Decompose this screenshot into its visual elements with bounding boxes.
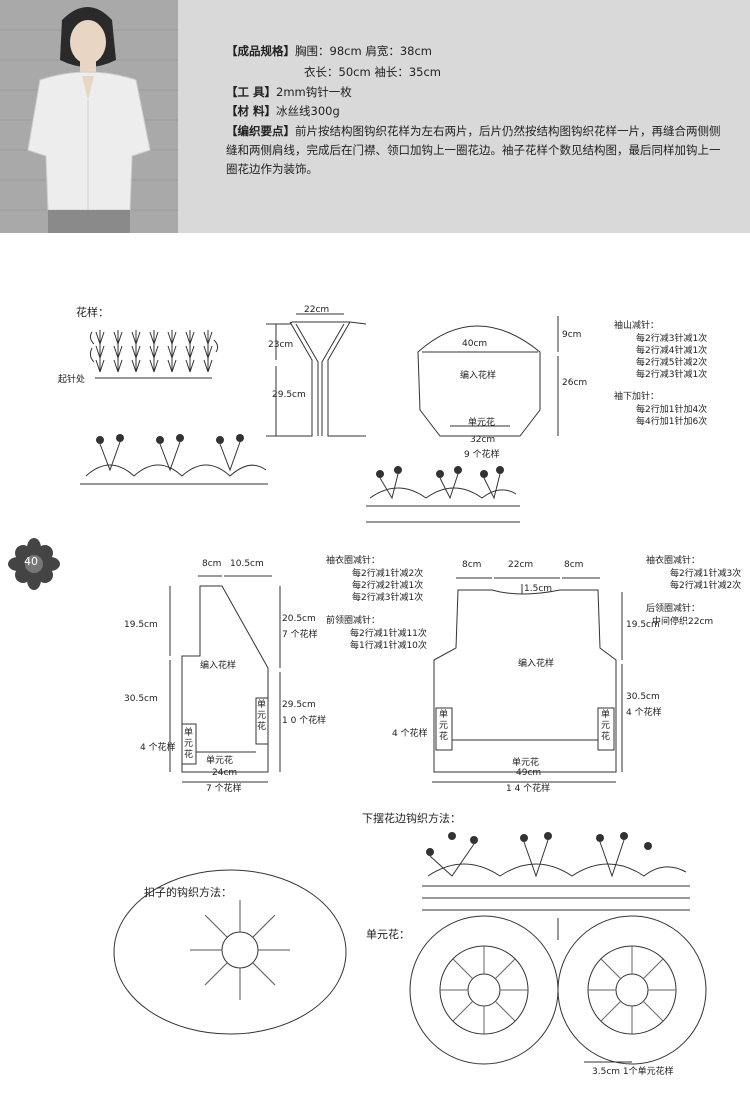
front-unit-left: 单元花 — [184, 728, 194, 760]
front-w1: 8cm — [202, 559, 222, 569]
edging-pattern-2 — [366, 466, 520, 523]
sleeve-under-line-1: 每2行加1针加4次 — [636, 405, 708, 415]
sleeve-cap-line-2: 每2行减4针减1次 — [636, 346, 708, 356]
back-h-top: 19.5cm — [626, 620, 660, 630]
model-illustration — [0, 0, 178, 233]
front-h-top: 19.5cm — [124, 620, 158, 630]
back-arm-title: 袖衣圈减针： — [646, 556, 701, 566]
tool-value: 2mm钩针一枚 — [276, 85, 352, 99]
sleeve-diagram — [417, 316, 559, 437]
back-left-count: 4 个花样 — [392, 729, 428, 739]
button-oval — [113, 869, 347, 1035]
sleeve-label: 编入花样 — [460, 371, 497, 381]
back-bottom-width: 49cm — [516, 768, 542, 778]
spec-line2: 衣长：50cm 袖长：35cm — [304, 65, 441, 79]
back-neck-title: 后领圈减针： — [646, 604, 701, 614]
front-r-bottom: 29.5cm — [282, 700, 316, 710]
front-w2: 10.5cm — [230, 559, 264, 569]
back-arm-line-2: 每2行减1针减2次 — [670, 581, 742, 591]
back-w3: 8cm — [564, 560, 584, 570]
front-neck-title: 前领圈减针： — [326, 616, 381, 626]
back-w2: 22cm — [508, 560, 534, 570]
sleeve-h2: 26cm — [562, 378, 588, 388]
collar-width: 22cm — [304, 305, 330, 315]
material-label: 【材 料】 — [226, 104, 277, 118]
back-arm-line-1: 每2行减1针减3次 — [670, 569, 742, 579]
back-unit-right: 单元花 — [601, 710, 611, 742]
front-arm-title: 袖衣圈减针： — [326, 556, 381, 566]
hem-repeat: 3.5cm 1个单元花样 — [592, 1067, 674, 1077]
spec-label: 【成品规格】 — [226, 44, 295, 58]
collar-h1: 23cm — [268, 340, 294, 350]
material-value: 冰丝线300g — [276, 104, 340, 118]
start-label: 起针处 — [58, 375, 86, 385]
front-unit-bottom: 单元花 — [206, 756, 234, 766]
front-piece-diagram — [169, 575, 281, 783]
sleeve-h1: 9cm — [562, 330, 582, 340]
front-arm-line-1: 每2行减1针减2次 — [352, 569, 424, 579]
tool-label: 【工 具】 — [226, 85, 277, 99]
sleeve-under-title: 袖下加针： — [614, 392, 660, 402]
sleeve-cap-line-3: 每2行减5针减2次 — [636, 358, 708, 368]
pattern-swatch — [89, 329, 219, 379]
back-h-bottom: 30.5cm — [626, 692, 660, 702]
back-w1: 8cm — [462, 560, 482, 570]
back-label: 编入花样 — [518, 659, 555, 669]
back-piece-diagram — [432, 577, 623, 783]
knit-label: 【编织要点】 — [226, 124, 295, 138]
back-bottom-count: 1 4 个花样 — [506, 784, 551, 794]
front-r-bottom-count: 1 0 个花样 — [282, 716, 327, 726]
sleeve-cap-title: 袖山减针： — [614, 321, 660, 331]
back-unit-bottom: 单元花 — [512, 758, 540, 768]
front-neck-line-1: 每2行减1针减11次 — [350, 629, 427, 639]
front-r-top-count: 7 个花样 — [282, 630, 318, 640]
front-h-bottom: 30.5cm — [124, 694, 158, 704]
page-number: 40 — [24, 555, 38, 568]
knit-text: 前片按结构图钩织花样为左右两片，后片仍然按结构图钩织花样一片，再缝合两侧侧缝和两… — [226, 124, 721, 176]
sleeve-top-width: 40cm — [462, 339, 488, 349]
sleeve-bottom-width: 32cm — [470, 435, 496, 445]
edging-pattern-1 — [80, 434, 268, 485]
front-r-top: 20.5cm — [282, 614, 316, 624]
front-neck-line-2: 每1行减1针减10次 — [350, 641, 427, 651]
sleeve-cap-line-1: 每2行减3针减1次 — [636, 334, 708, 344]
sleeve-under-line-2: 每4行加1针加6次 — [636, 417, 708, 427]
front-label: 编入花样 — [200, 661, 237, 671]
front-bottom-count: 7 个花样 — [206, 784, 242, 794]
front-left-count: 4 个花样 — [140, 743, 176, 753]
back-unit-left: 单元花 — [439, 710, 449, 742]
sleeve-cap-line-4: 每2行减3针减1次 — [636, 370, 708, 380]
back-neck-drop: 1.5cm — [524, 584, 553, 594]
hem-title: 下摆花边钩织方法： — [362, 812, 461, 825]
front-bottom-width: 24cm — [212, 768, 238, 778]
sleeve-bottom-count: 9 个花样 — [464, 450, 500, 460]
pattern-title: 花样： — [76, 306, 109, 319]
front-arm-line-2: 每2行减2针减1次 — [352, 581, 424, 591]
collar-h2: 29.5cm — [272, 390, 306, 400]
hem-edging — [409, 832, 707, 1065]
collar-diagram — [266, 313, 367, 437]
back-right-count: 4 个花样 — [626, 708, 662, 718]
button-title: 扣子的钩织方法： — [144, 886, 232, 899]
spec-line1: 胸围：98cm 肩宽：38cm — [295, 44, 432, 58]
sleeve-unit: 单元花 — [468, 418, 496, 428]
model-photo — [0, 0, 178, 233]
hem-unit-label: 单元花： — [366, 928, 410, 941]
page-flower-icon — [8, 538, 60, 590]
front-arm-line-3: 每2行减3针减1次 — [352, 593, 424, 603]
front-unit-side: 单元花 — [257, 700, 267, 732]
back-neck-line: 中间停织22cm — [652, 617, 714, 627]
